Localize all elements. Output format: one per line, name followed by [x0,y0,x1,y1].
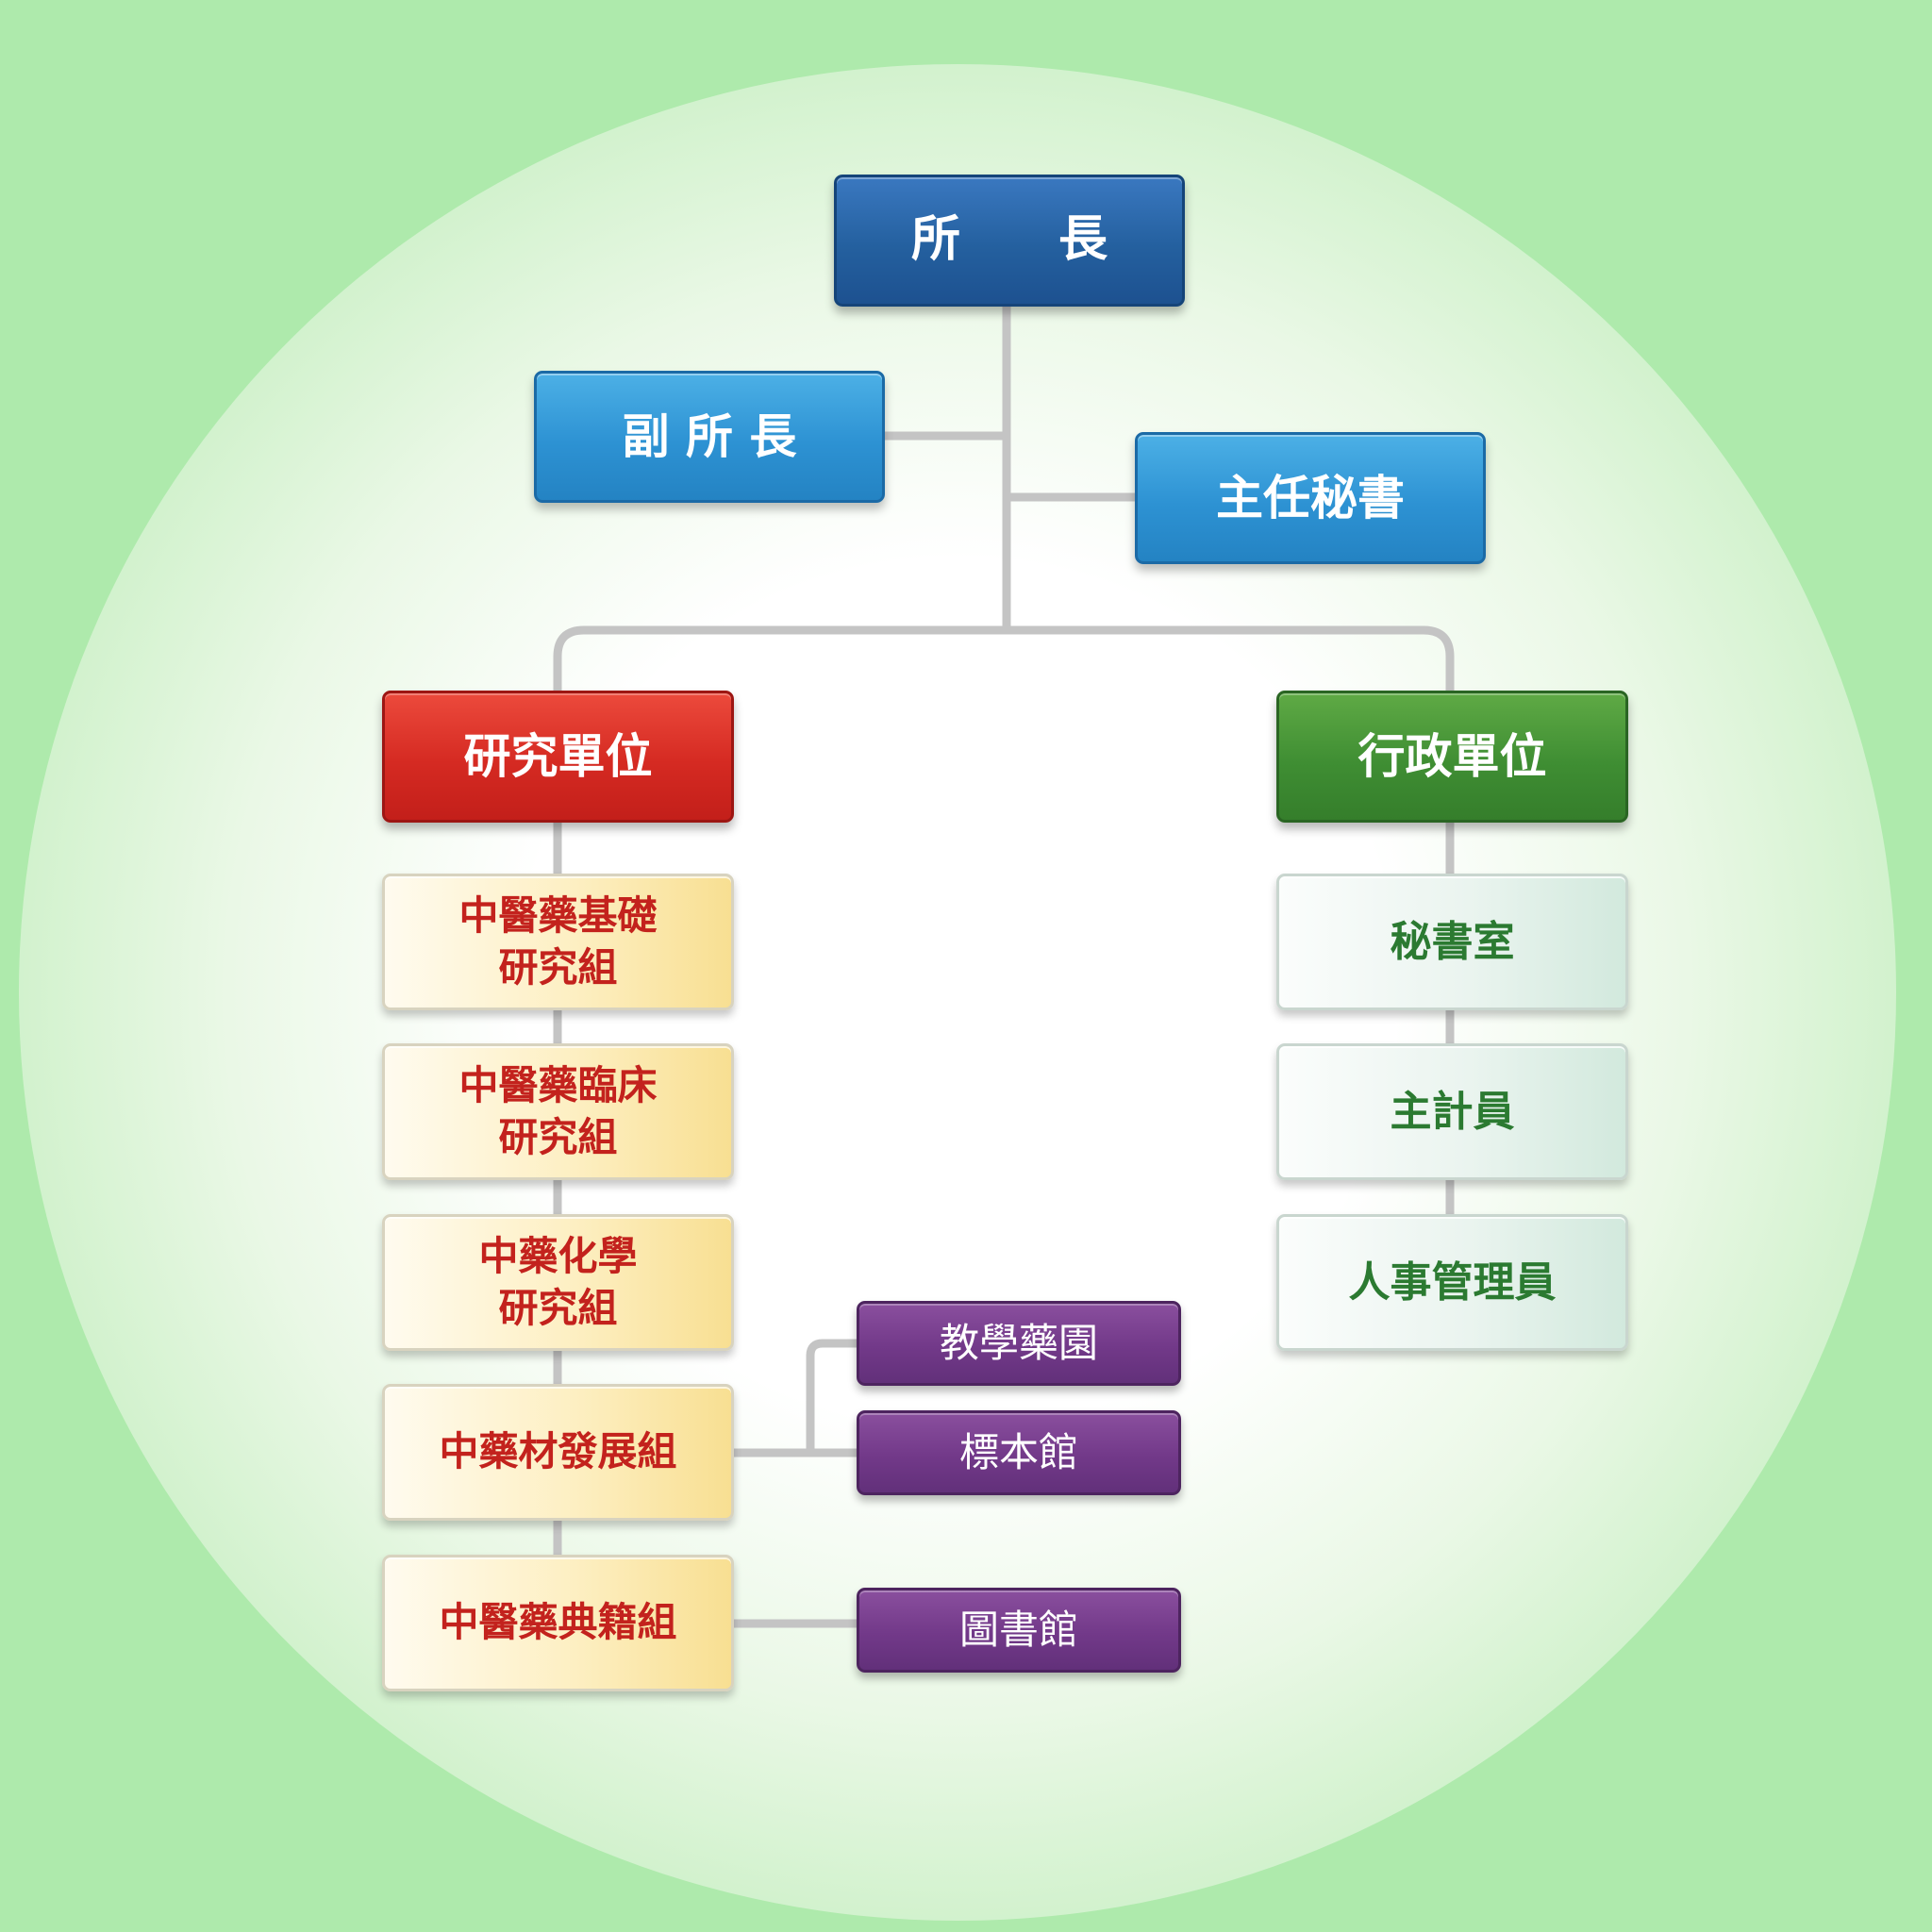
research-group-label: 中藥化學 研究組 [478,1232,638,1331]
split-line [553,625,1455,695]
facility-label: 教學藥園 [939,1319,1098,1366]
director-box[interactable]: 所 長 [834,175,1185,307]
chief-secretary-box[interactable]: 主任秘書 [1135,432,1486,564]
research-group-chemistry[interactable]: 中藥化學 研究組 [382,1214,734,1351]
facility-specimen-museum[interactable]: 標本館 [857,1410,1181,1495]
research-group-clinical[interactable]: 中醫藥臨床 研究組 [382,1043,734,1180]
admin-group-label: 主計員 [1390,1087,1515,1136]
chief-secretary-label: 主任秘書 [1216,470,1405,525]
research-units-label: 研究單位 [463,728,653,784]
admin-group-secretariat[interactable]: 秘書室 [1276,874,1628,1010]
director-label: 所 長 [910,211,1108,269]
facility-teaching-garden[interactable]: 教學藥園 [857,1301,1181,1386]
admin-units-box[interactable]: 行政單位 [1276,691,1628,823]
admin-group-accounting[interactable]: 主計員 [1276,1043,1628,1180]
deputy-director-box[interactable]: 副 所 長 [534,371,885,503]
admin-group-label: 人事管理員 [1348,1257,1557,1307]
admin-units-label: 行政單位 [1357,728,1547,784]
facility-library[interactable]: 圖書館 [857,1588,1181,1673]
research-group-label: 中醫藥典籍組 [439,1599,677,1646]
research-group-classics[interactable]: 中醫藥典籍組 [382,1555,734,1691]
deputy-director-label: 副 所 長 [622,408,797,464]
research-group-label: 中藥材發展組 [439,1428,677,1475]
garden-bracket-line [806,1339,861,1457]
facility-label: 標本館 [958,1428,1078,1475]
research-units-box[interactable]: 研究單位 [382,691,734,823]
admin-group-personnel[interactable]: 人事管理員 [1276,1214,1628,1351]
research-group-herb-development[interactable]: 中藥材發展組 [382,1384,734,1521]
research-group-label: 中醫藥基礎 研究組 [458,891,658,991]
research-group-basic[interactable]: 中醫藥基礎 研究組 [382,874,734,1010]
admin-group-label: 秘書室 [1390,917,1515,966]
research-group-label: 中醫藥臨床 研究組 [458,1061,658,1160]
facility-label: 圖書館 [958,1606,1078,1653]
